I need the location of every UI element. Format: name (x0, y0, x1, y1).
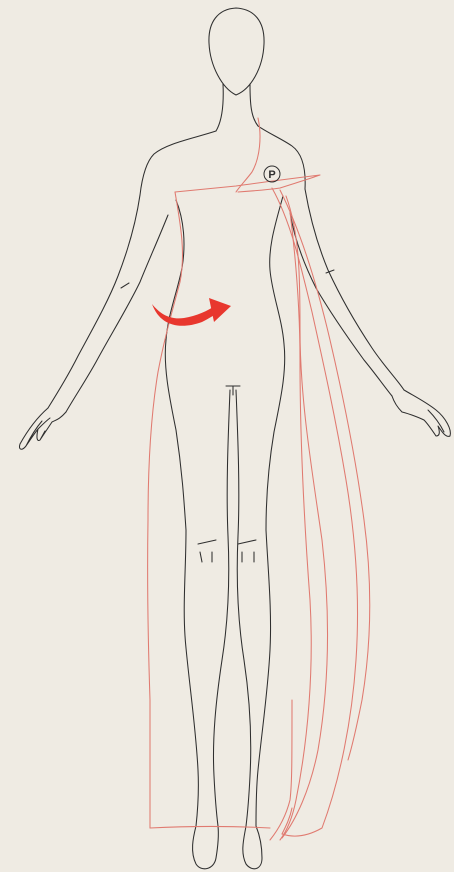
right-elbow-mark (326, 270, 334, 273)
head-outline (209, 8, 264, 95)
curved-arrow-right-icon (152, 298, 231, 326)
torso-right (266, 196, 285, 530)
left-foot (193, 826, 219, 869)
left-arm-outer (48, 195, 140, 408)
left-knee-mark (198, 540, 216, 562)
right-hand (392, 390, 450, 436)
drape-garment (148, 118, 370, 840)
arrow-body (152, 304, 220, 326)
right-leg-outer (256, 530, 271, 826)
arrow-head (209, 298, 231, 322)
shoulder-left (140, 131, 216, 195)
marker-label: P (268, 169, 275, 181)
drape-hem (150, 827, 270, 829)
left-hand (19, 408, 66, 449)
drape-cascade-4 (280, 212, 311, 840)
drape-shoulder-strap (236, 118, 260, 192)
left-leg-inner (213, 390, 230, 826)
neck-right (250, 84, 258, 126)
right-leg-inner (236, 390, 251, 826)
left-elbow-mark (121, 283, 129, 288)
right-arm-inner (290, 212, 392, 396)
crotch-mark (226, 386, 240, 395)
right-foot (243, 826, 262, 869)
right-arm-outer (305, 189, 404, 390)
pin-point-marker: P (264, 166, 280, 182)
right-knee-mark (238, 540, 256, 562)
drape-cascade-2 (280, 190, 370, 760)
left-leg-outer (184, 530, 198, 826)
left-arm-inner (66, 215, 168, 412)
neck-left (216, 84, 223, 131)
croquis-figure (19, 8, 450, 869)
